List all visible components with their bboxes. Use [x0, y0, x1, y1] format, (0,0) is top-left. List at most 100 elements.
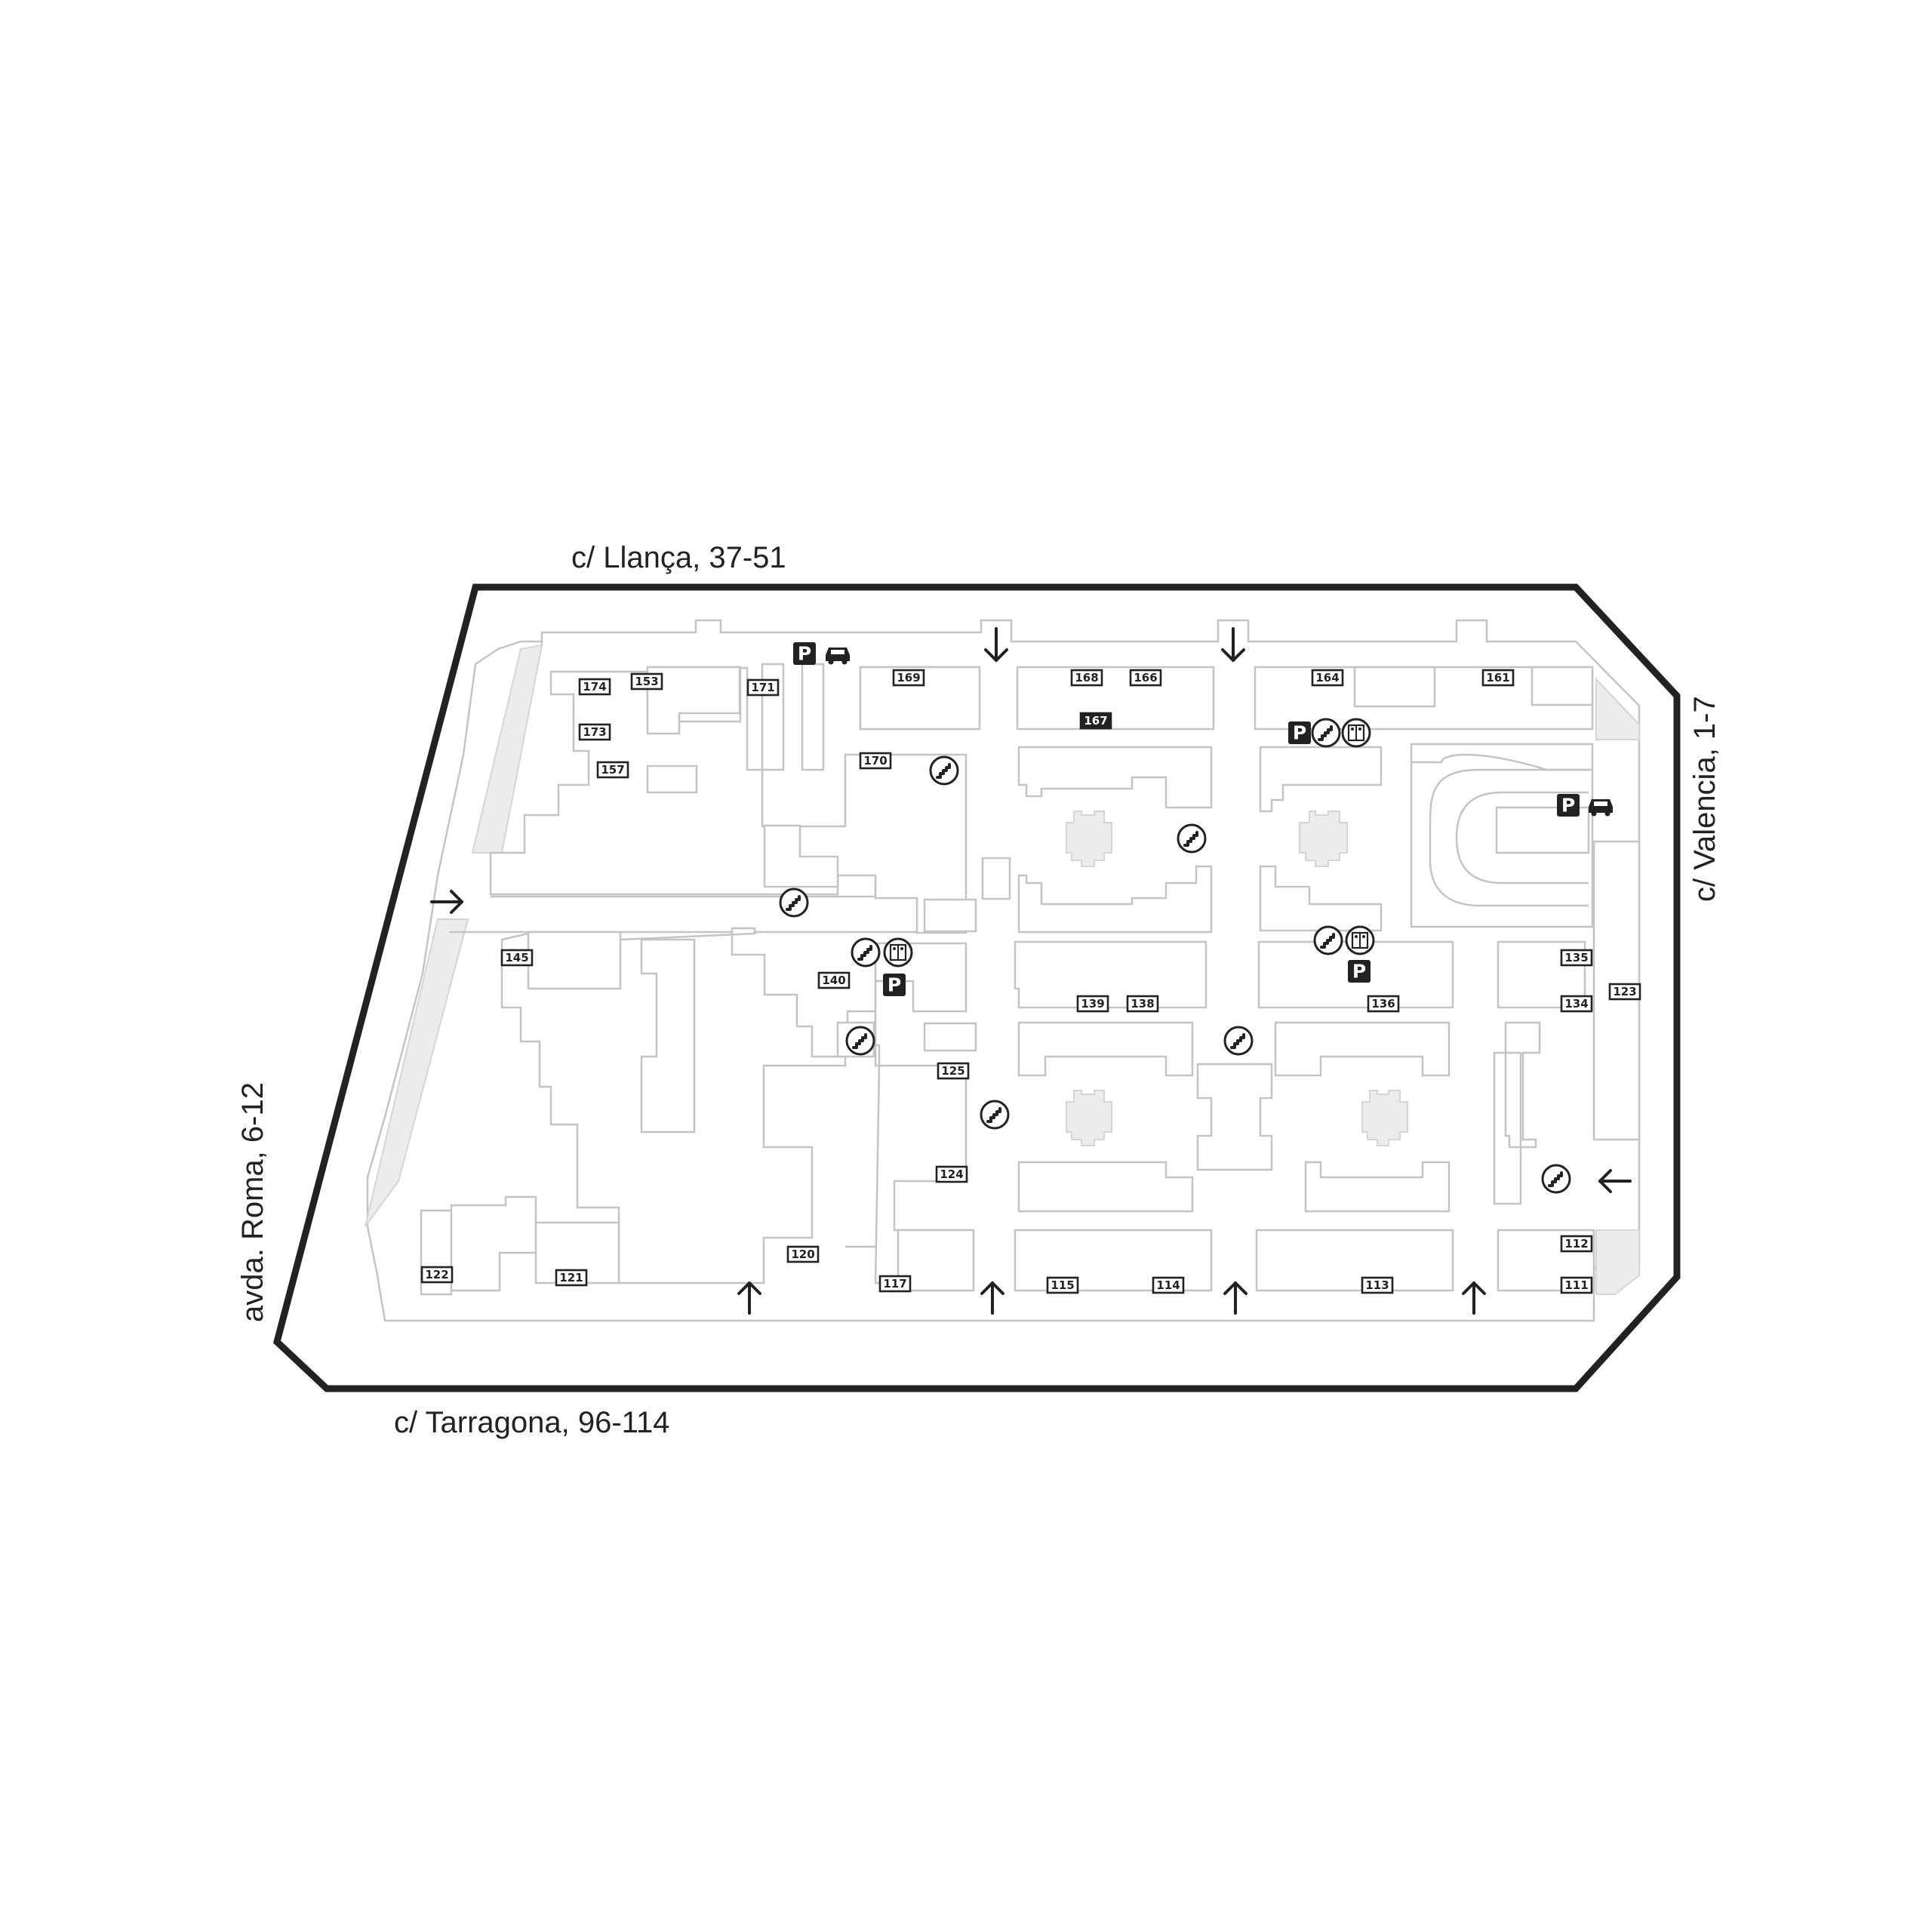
stairs-icon[interactable] — [1541, 1164, 1571, 1194]
unit-label-145[interactable]: 145 — [500, 949, 534, 967]
unit-labels: 174 153 171 173 157 169 170 168 166 167 164 161 145 1… — [420, 669, 1641, 1294]
unit-number: 139 — [1081, 997, 1104, 1011]
unit-label-120[interactable]: 120 — [786, 1245, 820, 1263]
unit-label-168[interactable]: 168 — [1070, 669, 1103, 687]
unit-number: 173 — [583, 725, 606, 739]
unit-label-138[interactable]: 138 — [1126, 995, 1159, 1013]
car-icons — [826, 648, 1613, 817]
unit-label-box — [630, 672, 663, 691]
unit-number: 145 — [505, 951, 528, 964]
unit-number: 164 — [1315, 671, 1339, 685]
stairs-icon[interactable] — [1177, 823, 1207, 854]
unit-label-123[interactable]: 123 — [1608, 983, 1641, 1001]
svg-text:P: P — [888, 974, 901, 996]
floor-plan-walls — [365, 619, 1641, 1322]
unit-number: 115 — [1051, 1278, 1074, 1292]
arrow-icon[interactable] — [1223, 1281, 1247, 1315]
unit-label-box — [1129, 669, 1162, 687]
unit-label-114[interactable]: 114 — [1152, 1276, 1185, 1294]
stairs-icon[interactable] — [1313, 925, 1343, 955]
unit-label-box — [420, 1266, 454, 1284]
unit-label-135[interactable]: 135 — [1560, 949, 1593, 967]
unit-label-161[interactable]: 161 — [1481, 669, 1515, 687]
unit-label-164[interactable]: 164 — [1311, 669, 1344, 687]
restroom-icon[interactable] — [1345, 925, 1375, 955]
unit-label-139[interactable]: 139 — [1076, 995, 1109, 1013]
unit-label-113[interactable]: 113 — [1361, 1276, 1394, 1294]
unit-number: 124 — [940, 1168, 963, 1181]
stairs-icon[interactable] — [980, 1100, 1010, 1130]
unit-number: 111 — [1564, 1278, 1588, 1292]
unit-label-box — [937, 1062, 970, 1080]
restroom-icon[interactable] — [1341, 718, 1371, 748]
unit-label-112[interactable]: 112 — [1560, 1235, 1593, 1253]
arrow-icon[interactable] — [430, 890, 463, 914]
street-label-east: c/ Valencia, 1-7 — [1688, 696, 1721, 902]
unit-label-box — [1481, 669, 1515, 687]
unit-label-box — [1076, 995, 1109, 1013]
unit-label-box — [1560, 1276, 1593, 1294]
parking-icon[interactable]: P — [1557, 794, 1580, 817]
unit-label-box — [596, 761, 629, 779]
arrow-icon[interactable] — [737, 1281, 761, 1315]
unit-label-169[interactable]: 169 — [892, 669, 925, 687]
parking-icon[interactable]: P — [793, 642, 816, 665]
unit-label-box — [1361, 1276, 1394, 1294]
unit-label-173[interactable]: 173 — [578, 723, 611, 741]
stairs-icon[interactable] — [779, 888, 809, 918]
unit-number: 171 — [751, 681, 774, 694]
stairs-icon[interactable] — [845, 1026, 875, 1056]
unit-number: 166 — [1134, 671, 1157, 685]
unit-label-125[interactable]: 125 — [937, 1062, 970, 1080]
unit-label-174[interactable]: 174 — [578, 678, 611, 696]
unit-label-box — [1367, 995, 1400, 1013]
unit-label-121[interactable]: 121 — [555, 1269, 588, 1287]
unit-label-166[interactable]: 166 — [1129, 669, 1162, 687]
unit-label-115[interactable]: 115 — [1046, 1276, 1079, 1294]
entrance-arrows — [430, 627, 1632, 1315]
arrow-icon[interactable] — [1462, 1281, 1486, 1315]
unit-label-111[interactable]: 111 — [1560, 1276, 1593, 1294]
unit-label-box — [859, 752, 892, 770]
arrow-icon[interactable] — [980, 1281, 1004, 1315]
unit-number: 161 — [1486, 671, 1509, 685]
unit-number: 153 — [635, 675, 658, 688]
unit-number: 167 — [1084, 714, 1107, 728]
svg-text:P: P — [798, 643, 811, 665]
unit-label-122[interactable]: 122 — [420, 1266, 454, 1284]
unit-label-136[interactable]: 136 — [1367, 995, 1400, 1013]
unit-label-134[interactable]: 134 — [1560, 995, 1593, 1013]
arrow-icon[interactable] — [1598, 1169, 1632, 1193]
unit-number: 113 — [1365, 1278, 1389, 1292]
unit-label-167[interactable]: 167 — [1079, 712, 1112, 730]
unit-label-171[interactable]: 171 — [746, 678, 780, 697]
parking-icon[interactable]: P — [1348, 960, 1371, 983]
stairs-icon[interactable] — [1223, 1026, 1254, 1056]
street-label-south: c/ Tarragona, 96-114 — [394, 1406, 669, 1439]
unit-number: 117 — [883, 1277, 906, 1291]
unit-label-box — [1560, 949, 1593, 967]
unit-label-box — [578, 723, 611, 741]
restroom-icon[interactable] — [883, 937, 913, 968]
arrow-icon[interactable] — [1221, 627, 1245, 662]
unit-label-170[interactable]: 170 — [859, 752, 892, 770]
arrow-icon[interactable] — [984, 627, 1008, 662]
unit-label-box — [935, 1165, 968, 1183]
unit-number: 170 — [863, 754, 887, 768]
unit-label-box — [1152, 1276, 1185, 1294]
unit-number: 125 — [941, 1064, 964, 1078]
parking-icon[interactable]: P — [883, 974, 906, 996]
stairs-icon[interactable] — [929, 755, 959, 786]
car-icon[interactable] — [1589, 799, 1613, 817]
unit-label-124[interactable]: 124 — [935, 1165, 968, 1183]
unit-number: 138 — [1131, 997, 1154, 1011]
stairs-icon[interactable] — [851, 937, 881, 968]
stairs-icon[interactable] — [1311, 718, 1341, 748]
unit-label-157[interactable]: 157 — [596, 761, 629, 779]
unit-label-117[interactable]: 117 — [878, 1275, 912, 1293]
parking-icon[interactable]: P — [1288, 721, 1311, 744]
unit-label-140[interactable]: 140 — [817, 971, 851, 989]
car-icon[interactable] — [826, 648, 850, 665]
unit-label-153[interactable]: 153 — [630, 672, 663, 691]
unit-label-box — [1311, 669, 1344, 687]
